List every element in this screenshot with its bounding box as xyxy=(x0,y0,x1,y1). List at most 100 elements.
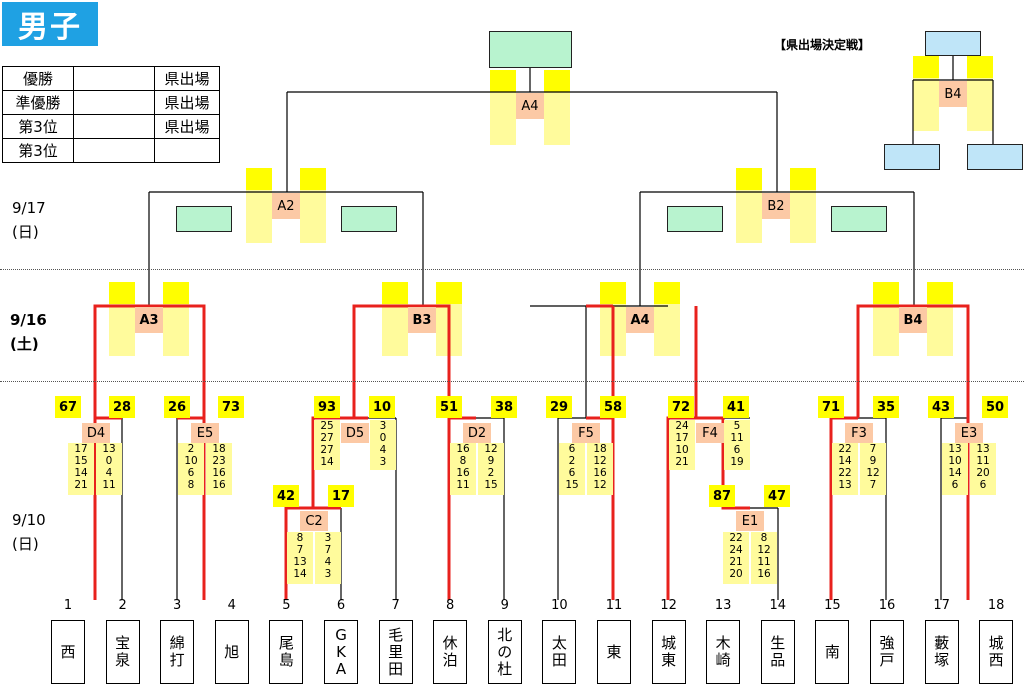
highlight xyxy=(246,168,272,190)
team-number: 7 xyxy=(391,598,400,613)
team-name-box: 毛 里 田 xyxy=(378,620,413,684)
quarter-scores: 12 9 2 15 xyxy=(478,443,504,495)
highlight xyxy=(109,282,135,304)
score-total: 51 xyxy=(436,396,462,418)
team-cell xyxy=(73,138,155,163)
quarter-scores: 2 10 6 8 xyxy=(178,443,204,495)
quarter-scores: 13 0 4 11 xyxy=(96,443,122,495)
team-name: 毛 里 田 xyxy=(388,625,404,678)
highlight xyxy=(654,282,680,304)
score-total: 73 xyxy=(218,396,244,418)
team-number: 15 xyxy=(824,598,841,613)
team-name: 生 品 xyxy=(770,634,786,669)
score-total: 47 xyxy=(764,485,790,507)
match-label-e1: E1 xyxy=(736,511,764,531)
team-name: 城 東 xyxy=(661,634,677,669)
team-number: 4 xyxy=(227,598,236,613)
highlight xyxy=(927,282,953,304)
team-name-box: 東 xyxy=(597,620,631,684)
quarter-scores: 3 0 4 3 xyxy=(370,420,396,470)
team-name-box: 北 の 杜 xyxy=(487,620,522,684)
team-slot-box xyxy=(831,206,887,232)
date-text: 9/16 xyxy=(10,311,47,329)
team-number: 16 xyxy=(878,598,896,613)
highlight xyxy=(790,168,816,190)
score-total: 41 xyxy=(723,396,749,418)
quarter-scores: 5 11 6 19 xyxy=(724,420,750,470)
highlight xyxy=(967,56,993,78)
playoff-slot-box xyxy=(967,144,1023,170)
team-number: 6 xyxy=(336,598,346,613)
team-number: 5 xyxy=(282,598,291,613)
score-total: 58 xyxy=(600,396,626,418)
team-slot-box xyxy=(667,206,723,232)
note-cell xyxy=(154,138,220,163)
team-name-box: 生 品 xyxy=(760,620,795,684)
date-day: (日) xyxy=(12,535,39,553)
note-cell: 県出場 xyxy=(154,114,220,139)
team-name-box: 城 東 xyxy=(651,620,686,684)
date-9-16: 9/16(土) xyxy=(10,308,47,356)
match-label-e3: E3 xyxy=(955,423,983,443)
divider xyxy=(0,381,1024,382)
team-name: 強 戸 xyxy=(879,634,895,669)
team-name: 尾 島 xyxy=(278,634,294,669)
highlight xyxy=(600,282,626,304)
highlight xyxy=(544,70,570,92)
quarter-scores: 8 12 11 16 xyxy=(751,532,777,584)
date-text: 9/17 xyxy=(12,199,46,217)
match-label-a3: A3 xyxy=(135,307,163,333)
score-total: 35 xyxy=(873,396,899,418)
table-row: 第3位 xyxy=(2,138,220,163)
team-slot-box xyxy=(176,206,232,232)
quarter-scores: 16 8 16 11 xyxy=(450,443,476,495)
match-label-d2: D2 xyxy=(463,423,491,443)
date-9-10: 9/10 (日) xyxy=(12,508,46,556)
score-total: 71 xyxy=(818,396,844,418)
team-number: 8 xyxy=(446,598,455,613)
match-label-b2: B2 xyxy=(762,193,790,219)
table-row: 準優勝県出場 xyxy=(2,90,220,115)
team-name-box: 太 田 xyxy=(542,620,577,684)
score-total: 67 xyxy=(55,396,81,418)
team-name-box: 綿 打 xyxy=(160,620,195,684)
highlight xyxy=(913,56,939,78)
team-number: 3 xyxy=(173,598,182,613)
score-total: 72 xyxy=(668,396,694,418)
table-row: 優勝県出場 xyxy=(2,66,220,91)
team-number: 1 xyxy=(63,598,73,613)
team-slot-box xyxy=(341,206,397,232)
team-name: 城 西 xyxy=(988,634,1004,669)
date-text: 9/10 xyxy=(12,511,46,529)
match-label-d4: D4 xyxy=(82,423,110,443)
match-label-d5: D5 xyxy=(341,423,369,443)
team-name-box: 南 xyxy=(815,620,850,684)
score-total: 28 xyxy=(109,396,135,418)
match-label-c2: C2 xyxy=(300,511,328,531)
highlight xyxy=(436,282,462,304)
match-label-f5: F5 xyxy=(572,423,600,443)
date-9-17: 9/17(日) xyxy=(12,196,46,244)
quarter-scores: 13 10 14 6 xyxy=(942,443,968,495)
score-total: 17 xyxy=(328,485,354,507)
team-name-box: 休 泊 xyxy=(433,620,468,684)
match-label-b4: B4 xyxy=(899,307,927,333)
score-total: 10 xyxy=(369,396,395,418)
team-number: 11 xyxy=(605,598,623,613)
score-total: 87 xyxy=(709,485,735,507)
team-number: 10 xyxy=(551,598,568,613)
team-name-box: 城 西 xyxy=(979,620,1014,684)
playoff-label: 【県出場決定戦】 xyxy=(774,38,871,52)
team-number: 13 xyxy=(714,598,732,613)
quarter-scores: 3 7 4 3 xyxy=(315,532,341,584)
score-total: 50 xyxy=(982,396,1008,418)
quarter-scores: 18 23 16 16 xyxy=(206,443,232,495)
team-number: 2 xyxy=(118,598,127,613)
results-table: 優勝県出場 準優勝県出場 第3位県出場 第3位 xyxy=(2,66,220,163)
team-name: 休 泊 xyxy=(442,634,458,669)
match-label-f4: F4 xyxy=(696,423,724,443)
score-total: 26 xyxy=(164,396,190,418)
match-label-e5: E5 xyxy=(191,423,219,443)
score-total: 42 xyxy=(273,485,299,507)
divider xyxy=(0,269,1024,270)
